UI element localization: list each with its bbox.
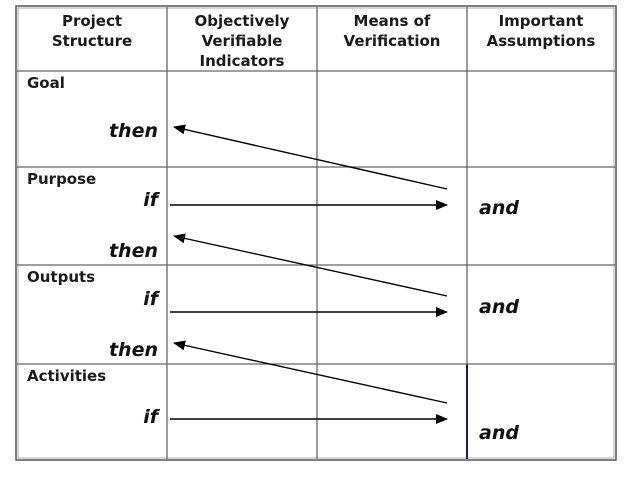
and-purpose: and: [479, 197, 519, 219]
arrow-purpose-to-goal: [173, 124, 448, 190]
if-activities: if: [143, 406, 158, 428]
header-assumptions: Important Assumptions: [486, 12, 596, 50]
if-outputs: if: [143, 288, 158, 310]
arrow-activities-to-outputs: [173, 340, 448, 404]
row-label-purpose: Purpose: [27, 170, 97, 188]
row-label-activities: Activities: [27, 367, 107, 385]
and-activities: and: [479, 422, 519, 444]
if-purpose: if: [143, 189, 158, 211]
then-goal: then: [108, 120, 158, 142]
outer-border: [15, 5, 617, 461]
row-label-goal: Goal: [27, 74, 65, 92]
header-project-structure: Project Structure: [51, 12, 133, 50]
then-purpose: then: [108, 240, 158, 262]
arrow-outputs-to-purpose: [173, 233, 448, 297]
then-outputs: then: [108, 339, 158, 361]
header-verification: Means of Verification: [343, 12, 441, 50]
row-label-outputs: Outputs: [27, 268, 96, 286]
header-indicators: Objectively Verifiable Indicators: [194, 12, 290, 70]
and-outputs: and: [479, 296, 519, 318]
